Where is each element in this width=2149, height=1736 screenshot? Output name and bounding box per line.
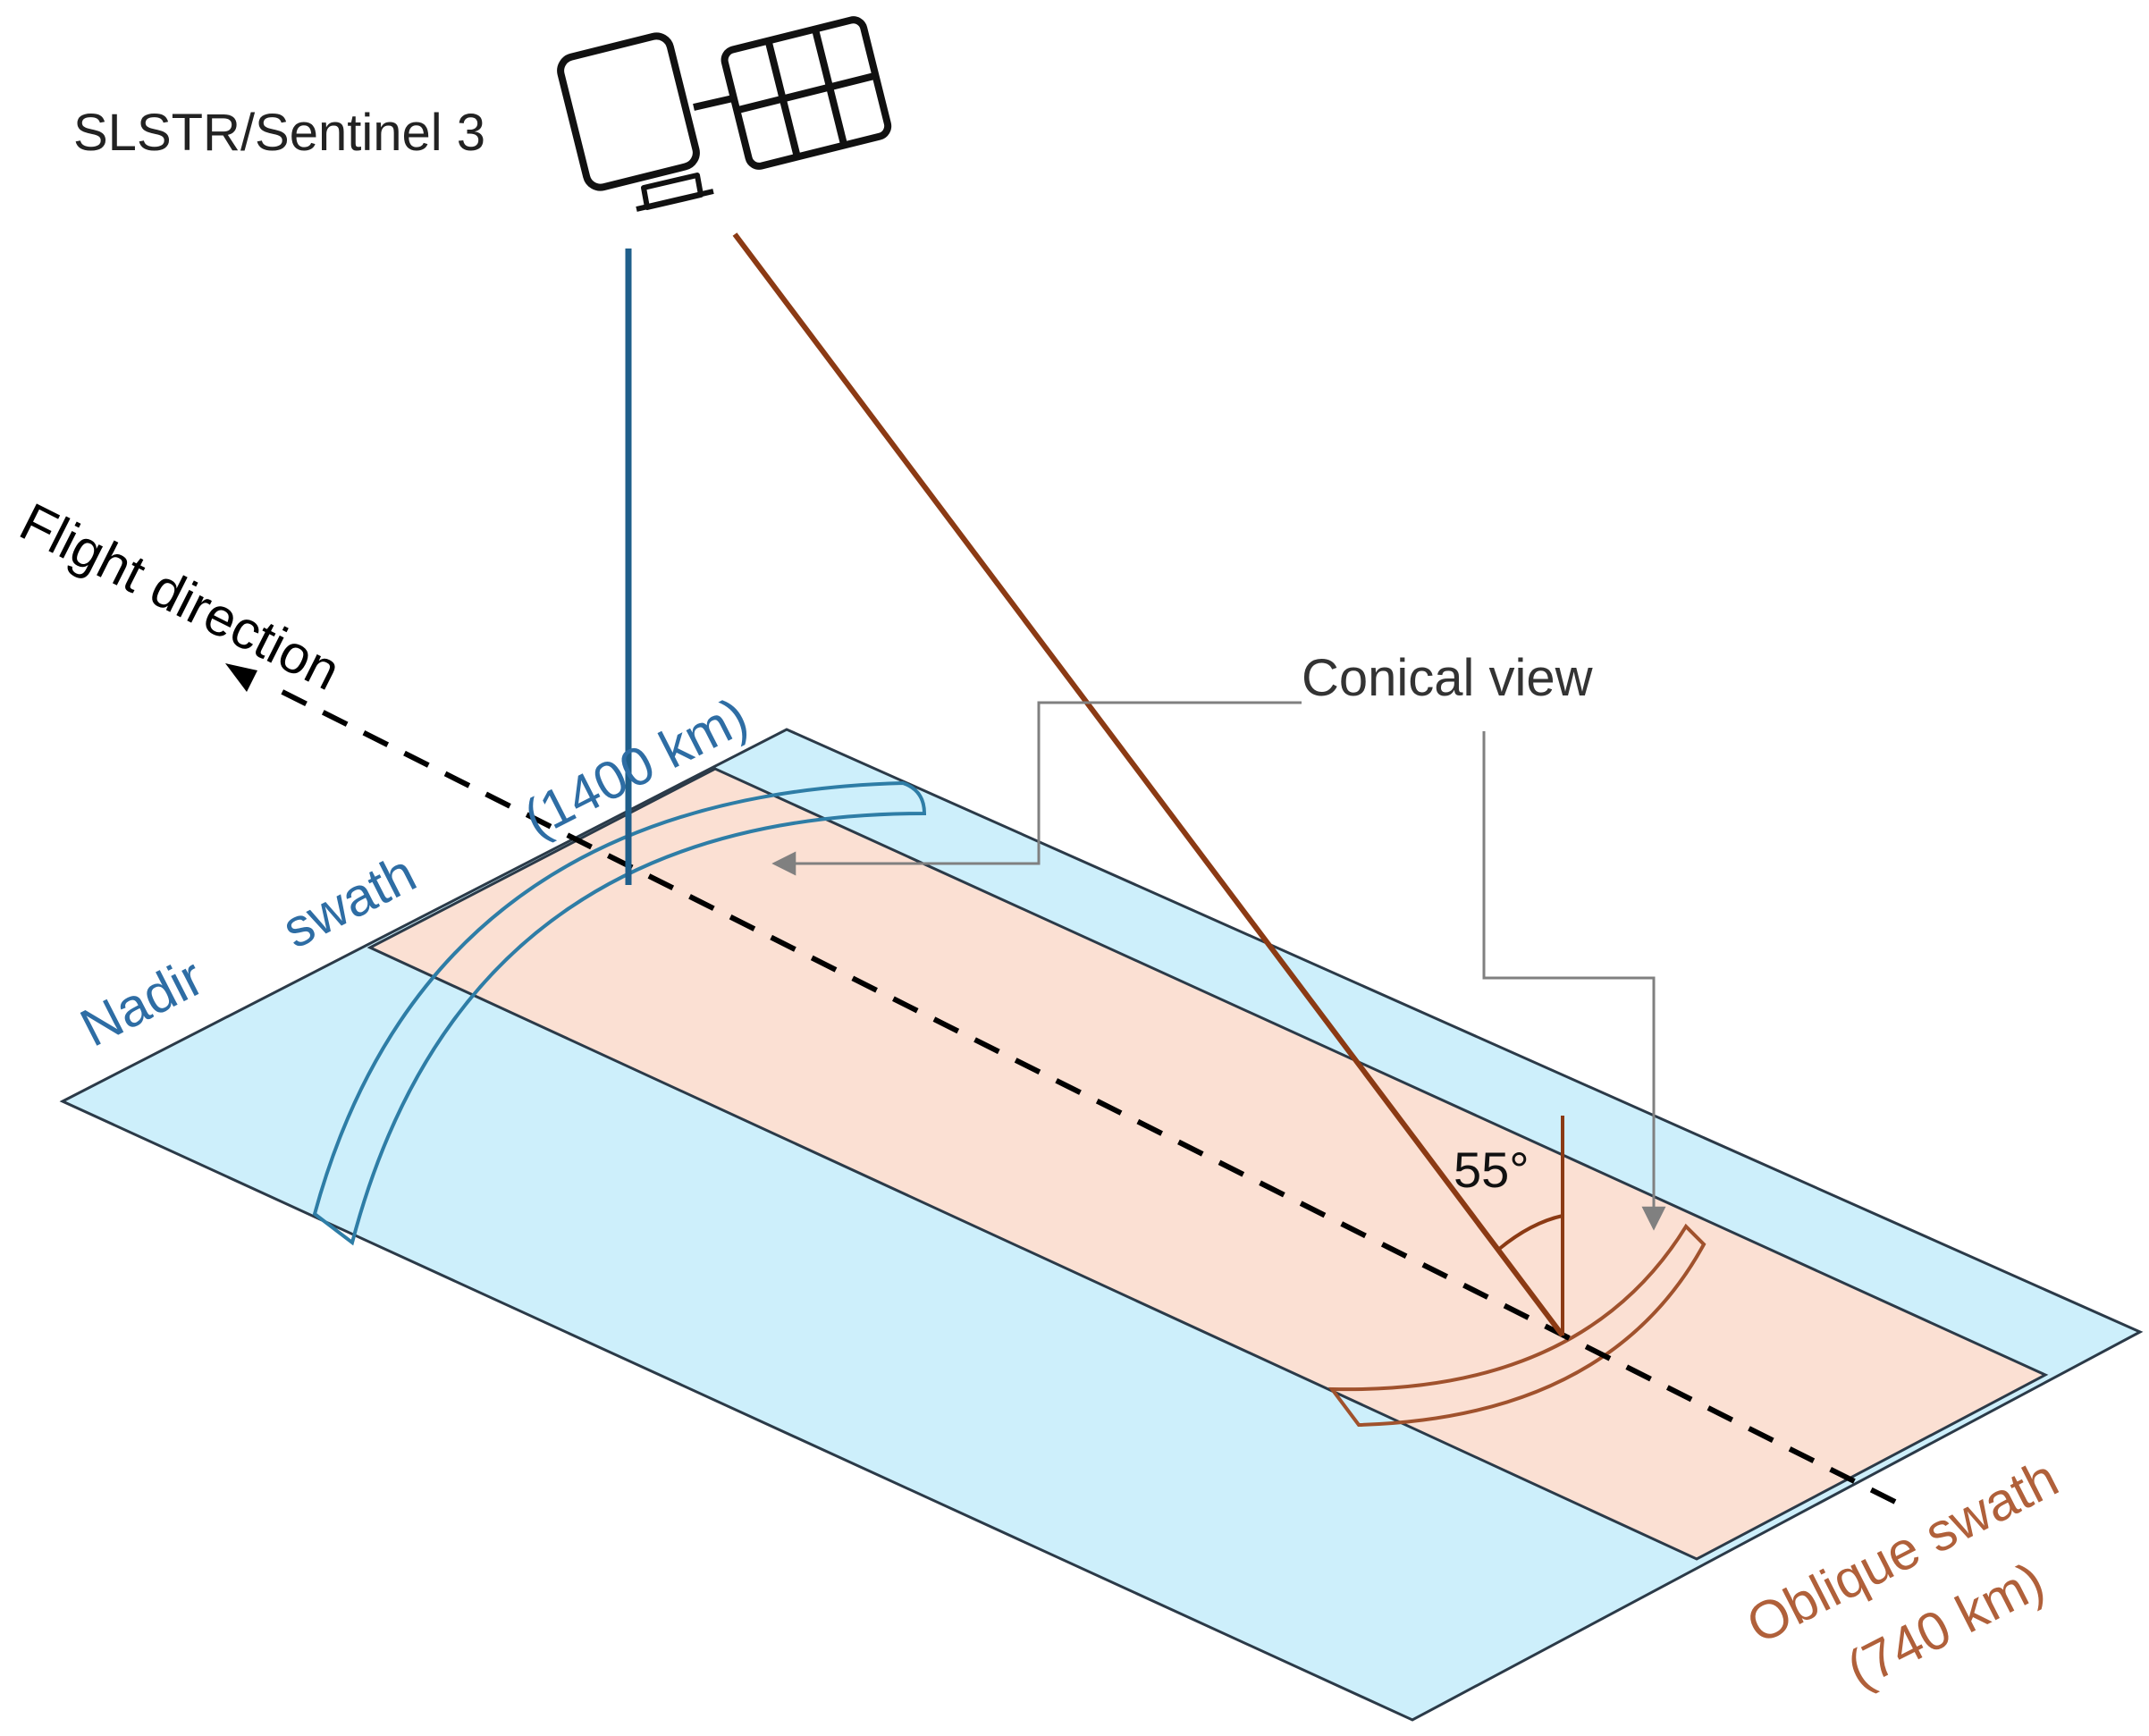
angle-label: 55°: [1454, 1142, 1530, 1198]
oblique-view-line: [732, 232, 1565, 1337]
conical-view-callout-nadir: [771, 701, 1302, 876]
satellite-icon: [557, 16, 892, 212]
conical-view-label: Conical view: [1302, 649, 1594, 707]
flight-direction-line: [266, 682, 1897, 1504]
satellite-label: SLSTR/Sentinel 3: [73, 104, 485, 162]
conical-view-callout-oblique: [1482, 731, 1666, 1231]
angle-arc: [1496, 1214, 1563, 1251]
nadir-scan-arc: [312, 780, 927, 1246]
oblique-swath-area: [367, 767, 2049, 1561]
flight-direction-arrowhead: [225, 663, 257, 692]
oblique-scan-arc: [1327, 1223, 1707, 1428]
flight-direction-label: Flight direction: [11, 492, 350, 702]
